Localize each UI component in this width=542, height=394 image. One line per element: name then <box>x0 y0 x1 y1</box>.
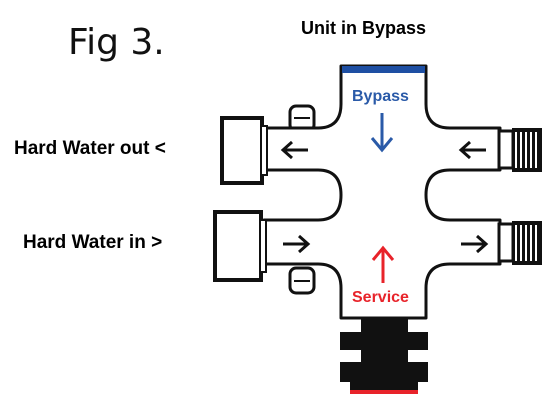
right-bottom-connector <box>497 221 542 265</box>
diagram-title: Unit in Bypass <box>301 18 427 38</box>
arrow-left-icon <box>280 140 308 160</box>
out-port-fitting <box>220 116 264 185</box>
hard-water-in-label: Hard Water in > <box>23 232 163 253</box>
valve-base <box>340 318 428 394</box>
out-port-collar <box>260 125 268 176</box>
in-port-fitting <box>213 210 263 282</box>
right-top-connector <box>497 128 542 172</box>
top-cap-bar <box>342 66 425 73</box>
in-port-collar <box>259 219 267 273</box>
valve-body <box>262 64 502 320</box>
arrow-down-icon <box>370 113 394 153</box>
hard-water-out-label: Hard Water out < <box>14 138 166 159</box>
arrow-right-icon <box>461 234 489 254</box>
bottom-red-strip <box>350 390 418 394</box>
arrow-right-icon <box>283 234 311 254</box>
arrow-left-icon <box>458 140 486 160</box>
bypass-flow-label: Bypass <box>352 88 409 105</box>
arrow-up-icon <box>371 245 395 283</box>
figure-number: Fig 3. <box>68 22 165 63</box>
service-flow-label: Service <box>352 289 409 306</box>
